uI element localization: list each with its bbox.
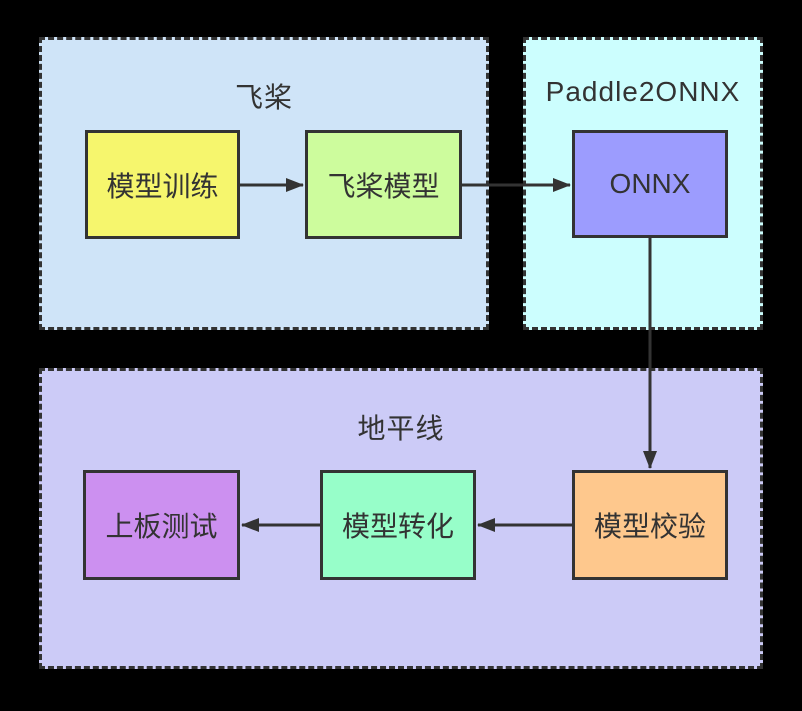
node-model-training: 模型训练 (85, 130, 240, 239)
node-model-check-label: 模型校验 (593, 511, 706, 542)
horizon-container-title: 地平线 (357, 413, 445, 444)
horizon-container: 地平线 上板测试 模型转化 模型校验 (39, 368, 763, 669)
paddle-container-title: 飞桨 (234, 82, 293, 113)
node-board-test-label: 上板测试 (105, 511, 218, 542)
paddle-container: 飞桨 模型训练 飞桨模型 (39, 37, 489, 330)
node-paddle-model: 飞桨模型 (305, 130, 462, 239)
node-model-check: 模型校验 (572, 470, 728, 580)
node-paddle-model-label: 飞桨模型 (327, 170, 440, 202)
node-onnx: ONNX (572, 130, 728, 238)
node-model-convert-label: 模型转化 (341, 511, 454, 542)
node-onnx-label: ONNX (609, 168, 691, 199)
node-model-convert: 模型转化 (320, 470, 476, 580)
node-board-test: 上板测试 (83, 470, 240, 580)
paddle2onnx-container: Paddle2ONNX ONNX (523, 37, 763, 330)
paddle2onnx-container-title: Paddle2ONNX (545, 76, 741, 107)
node-model-training-label: 模型训练 (106, 170, 219, 202)
